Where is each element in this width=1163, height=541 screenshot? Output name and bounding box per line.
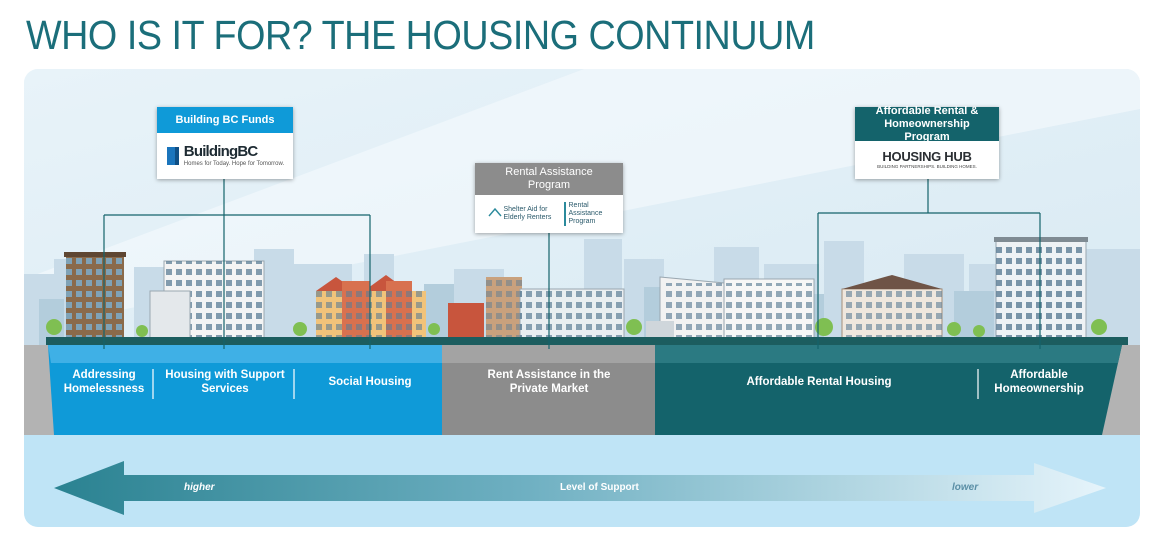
callout-housing-hub: Affordable Rental & Homeownership Progra… [855, 105, 999, 179]
page-title: WHO IS IT FOR? THE HOUSING CONTINUUM [26, 12, 815, 58]
section-dividers [152, 369, 979, 399]
continuum-label-support-services: Housing with Support Services [165, 369, 285, 395]
continuum-label-affordable-homeownership: Affordable Homeownership [994, 369, 1084, 395]
housing-hub-tagline: BUILDING PARTNERSHIPS. BUILDING HOMES. [877, 164, 977, 169]
building-brown-apartments [64, 252, 126, 339]
trees [46, 318, 1107, 337]
safer-logo-text: Shelter Aid for Elderly Renters [503, 206, 552, 221]
building-bc-logo: BuildingBC Homes for Today. Hope for Tom… [157, 133, 293, 179]
building-bc-wordmark: BuildingBC [183, 143, 258, 160]
section-blue [48, 345, 442, 435]
continuum-panel: Addressing Homelessness Housing with Sup… [24, 69, 1140, 527]
building-social-housing [316, 275, 426, 341]
house-roof-icon [487, 207, 502, 217]
callout-connectors [103, 179, 1041, 349]
building-bc-tagline: Homes for Today. Hope for Tomorrow. [183, 161, 285, 167]
building-bc-book-icon [166, 147, 179, 165]
support-higher-label: higher [184, 482, 215, 493]
continuum-label-addressing-homelessness: Addressing Homelessness [63, 369, 145, 395]
building-homeownership-tower [994, 237, 1088, 342]
continuum-label-social-housing: Social Housing [328, 376, 412, 388]
callout-building-bc: Building BC Funds BuildingBC Homes for T… [157, 107, 293, 179]
callout-housing-hub-header: Affordable Rental & Homeownership Progra… [855, 105, 999, 143]
building-white-support [149, 260, 265, 340]
callout-rental-assistance: Rental Assistance Program Shelter Aid fo… [475, 163, 623, 233]
housing-hub-wordmark: HOUSING HUB [882, 149, 972, 164]
continuum-label-affordable-rental: Affordable Rental Housing [746, 376, 892, 388]
ground-strip [46, 337, 1128, 345]
rap-logo-text: Rental Assistance Program [563, 202, 611, 226]
callout-rental-assistance-header: Rental Assistance Program [475, 163, 623, 195]
callout-building-bc-header: Building BC Funds [157, 107, 293, 133]
support-lower-label: lower [952, 482, 979, 493]
support-level-label: Level of Support [560, 482, 639, 493]
building-affordable-rental [646, 276, 815, 342]
rental-assistance-logos: Shelter Aid for Elderly Renters Rental A… [475, 195, 623, 233]
section-teal [655, 345, 1122, 435]
support-arrow [54, 461, 1106, 515]
building-private-market [448, 277, 625, 342]
continuum-label-rent-assistance: Rent Assistance in the Private Market [487, 369, 611, 395]
housing-hub-logo: HOUSING HUB BUILDING PARTNERSHIPS. BUILD… [855, 141, 999, 179]
building-townhouses [841, 275, 943, 342]
